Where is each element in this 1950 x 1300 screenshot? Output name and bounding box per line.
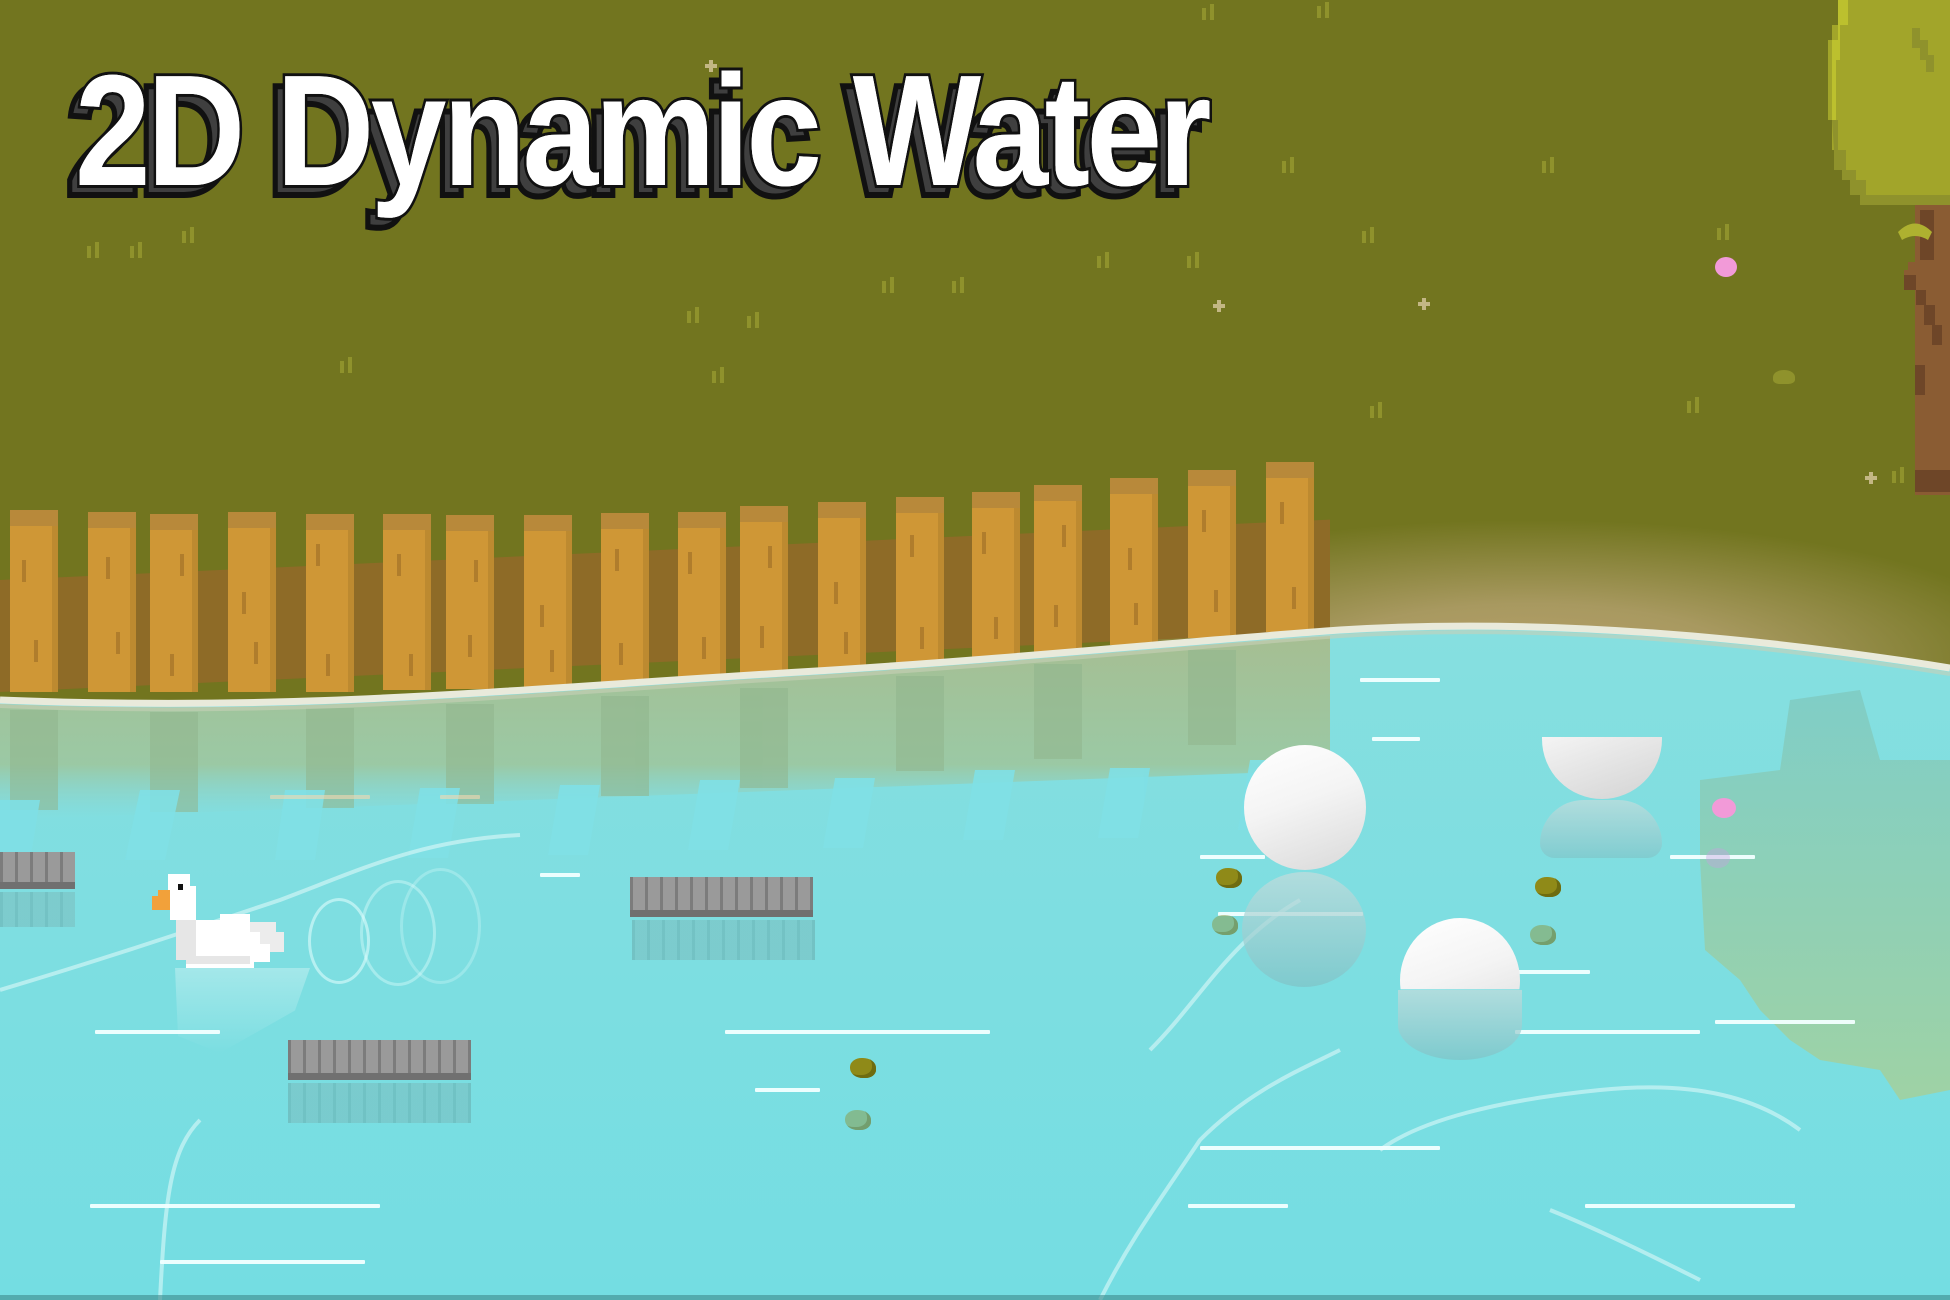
pink-petal (1715, 257, 1737, 277)
lily-pad (1216, 868, 1242, 888)
lily-pad (1212, 915, 1238, 935)
floating-ball (1244, 745, 1366, 870)
pink-petal (1712, 798, 1736, 818)
tree-icon (1828, 0, 1950, 495)
water-glint (1188, 1204, 1288, 1208)
floating-block (0, 852, 75, 889)
fence-plank (88, 512, 136, 692)
lily-pad (1530, 925, 1556, 945)
water-glint (1372, 737, 1420, 741)
fence-plank (1266, 462, 1314, 632)
grass-tuft (1200, 2, 1222, 22)
grass-tuft (128, 240, 150, 260)
flower (1418, 298, 1430, 310)
grass-tuft (1368, 400, 1390, 420)
water-glint (160, 1260, 365, 1264)
fence-plank (740, 506, 788, 678)
flower (1213, 300, 1225, 312)
fence-plank (446, 515, 494, 689)
water-glint (90, 1204, 380, 1208)
fence-plank (1188, 470, 1236, 638)
bottom-edge (0, 1295, 1950, 1300)
grass-tuft (1360, 225, 1382, 245)
fence-plank (972, 492, 1020, 660)
water-ripple (400, 868, 481, 984)
floating-block (288, 1040, 471, 1080)
floating-block-reflection (632, 920, 815, 960)
fence-plank (896, 497, 944, 667)
floating-block-reflection (0, 892, 75, 927)
water-glint (1585, 1204, 1795, 1208)
grass-tuft (880, 275, 902, 295)
water-glint (1200, 855, 1265, 859)
fence-plank (228, 512, 276, 692)
grass-tuft (1185, 250, 1207, 270)
fence-plank (383, 514, 431, 690)
water-glint (725, 1030, 990, 1034)
water-glint (1715, 1020, 1855, 1024)
ball-reflection (1398, 990, 1522, 1060)
water-glint (1200, 1146, 1440, 1150)
grass-tuft (745, 310, 767, 330)
ball-reflection (1540, 800, 1662, 858)
fence-plank (678, 512, 726, 682)
grass-tuft (1095, 250, 1117, 270)
grass-tuft (1315, 0, 1337, 20)
grass-tuft (950, 275, 972, 295)
water-glint (95, 1030, 220, 1034)
tree (1820, 0, 1950, 500)
fence-plank (818, 502, 866, 672)
grass-tuft (1685, 395, 1707, 415)
floating-block (630, 877, 813, 917)
duck (140, 860, 370, 984)
title-text-fill: 2D Dynamic Water (75, 43, 1211, 219)
title-shadow: 2D Dynamic Water (62, 53, 1204, 229)
duck-icon (152, 874, 284, 968)
fence-plank (150, 514, 198, 692)
flower (705, 60, 717, 72)
grass-tuft (710, 365, 732, 385)
fence-plank (10, 510, 58, 692)
grass-tuft (180, 225, 202, 245)
water-glint (540, 873, 580, 877)
floating-block-reflection (288, 1083, 471, 1123)
grass-tuft (85, 240, 107, 260)
water-glint (1515, 970, 1590, 974)
grass-tuft (685, 305, 707, 325)
lily-pad (845, 1110, 871, 1130)
grass-tuft (338, 355, 360, 375)
pink-petal-reflection (1706, 848, 1730, 868)
water-glint (1515, 1030, 1700, 1034)
water-glint (270, 795, 370, 799)
water-glint (1360, 678, 1440, 682)
water-glint (755, 1088, 820, 1092)
fence-plank (306, 514, 354, 692)
grass-clump (1773, 370, 1795, 384)
fence-plank (1034, 485, 1082, 653)
grass-tuft (1280, 155, 1302, 175)
lily-pad (1535, 877, 1561, 897)
title-text: 2D Dynamic Water (72, 43, 1214, 219)
lily-pad (850, 1058, 876, 1078)
water-glint (440, 795, 480, 799)
ball-reflection (1242, 872, 1366, 987)
water-glint (1670, 855, 1755, 859)
fence-plank (1110, 478, 1158, 645)
fence-plank (524, 515, 572, 687)
grass-tuft (1540, 155, 1562, 175)
grass-tuft (1715, 222, 1737, 242)
fence-plank (601, 513, 649, 685)
